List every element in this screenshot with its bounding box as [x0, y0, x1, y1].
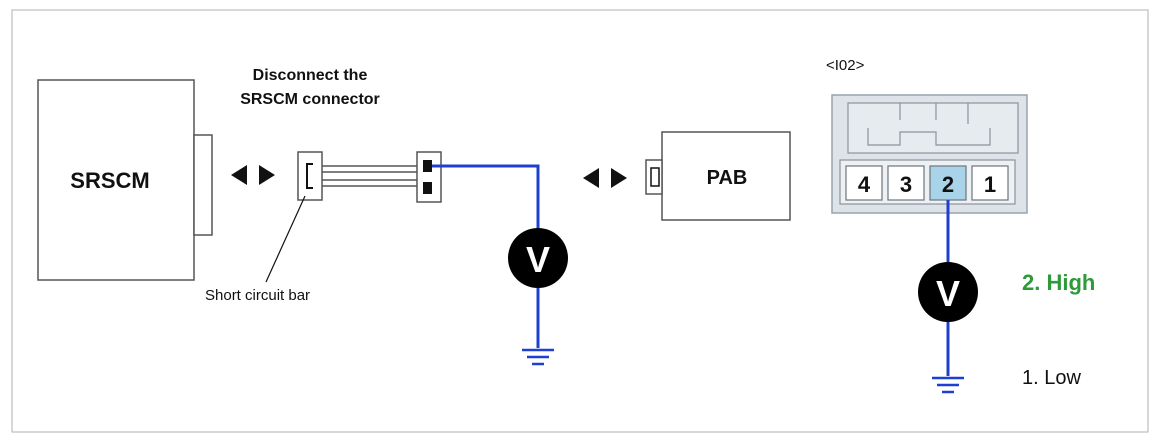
instruction-line-1: Disconnect the [253, 67, 368, 84]
connector-i02: 4 3 2 1 [831, 94, 1028, 214]
harness-connector [416, 151, 442, 203]
short-bar-leader-line [265, 195, 306, 283]
disconnect-arrows-right [583, 168, 627, 188]
voltmeter-right: V [918, 262, 978, 322]
srscm-module: SRSCM [37, 79, 213, 281]
diagram-frame [11, 9, 1149, 433]
pin-label-3: 3 [900, 172, 912, 197]
short-circuit-bar [297, 151, 323, 201]
pin-cell-1 [971, 165, 1009, 201]
pin-cell-4 [845, 165, 883, 201]
pin-label-2: 2 [942, 172, 954, 197]
srscm-connector-stub [193, 134, 213, 236]
disconnect-arrows-left [231, 165, 275, 185]
voltmeter-left-symbol: V [526, 239, 550, 280]
srscm-label: SRSCM [70, 168, 149, 193]
instruction-line-2: SRSCM connector [240, 91, 380, 108]
pin-label-4: 4 [858, 172, 871, 197]
ground-icon [522, 348, 554, 366]
harness-wires [322, 165, 417, 187]
pab-label: PAB [707, 167, 748, 189]
ground-icon [932, 376, 964, 394]
pin-cell-3 [887, 165, 925, 201]
test-wire-left [432, 164, 540, 348]
pab-module: PAB [645, 131, 791, 221]
result-low: 1. Low [1022, 367, 1081, 389]
connector-id-label: <I02> [826, 57, 865, 74]
pin-label-1: 1 [984, 172, 996, 197]
result-high: 2. High [1022, 270, 1095, 295]
short-bar-label: Short circuit bar [205, 287, 310, 304]
voltmeter-left: V [508, 228, 568, 288]
voltmeter-right-symbol: V [936, 273, 960, 314]
